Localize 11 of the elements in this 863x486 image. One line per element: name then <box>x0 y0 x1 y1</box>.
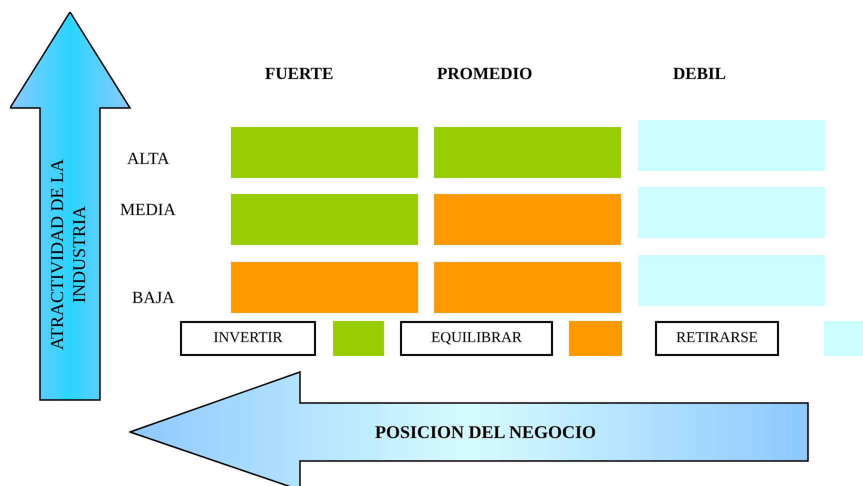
column-header: DEBIL <box>673 64 726 84</box>
legend-label: EQUILIBRAR <box>400 321 553 356</box>
legend-label: INVERTIR <box>180 321 316 356</box>
column-header: FUERTE <box>265 64 334 84</box>
row-header: MEDIA <box>120 200 176 220</box>
axis-title: ATRACTIVIDAD DE LA INDUSTRIA <box>46 158 90 352</box>
legend-label: RETIRARSE <box>655 321 779 356</box>
axis-title: POSICION DEL NEGOCIO <box>374 421 598 444</box>
row-header: ALTA <box>127 149 170 169</box>
column-header: PROMEDIO <box>437 64 532 84</box>
row-header: BAJA <box>132 288 175 308</box>
